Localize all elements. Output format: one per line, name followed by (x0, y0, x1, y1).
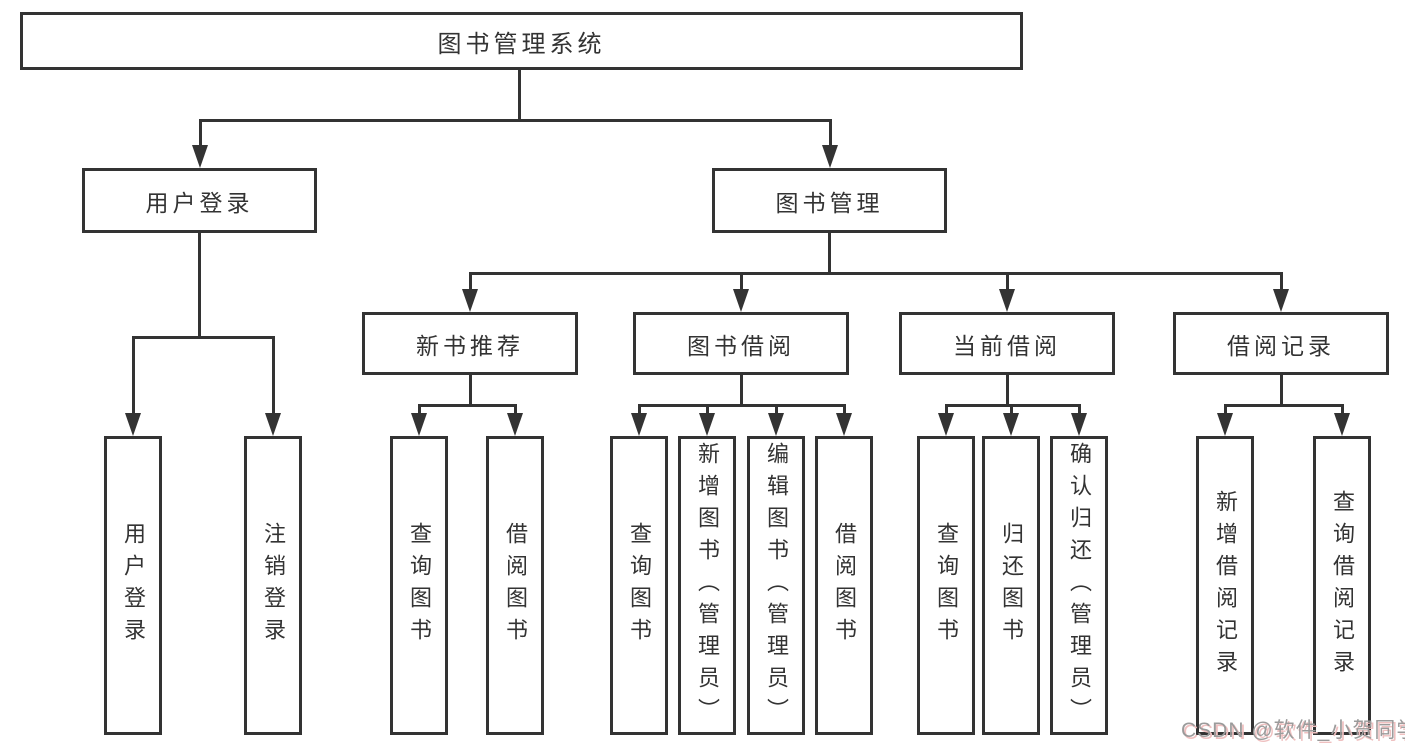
leaf-edit-books-admin: 编辑图书（管理员） (747, 436, 805, 735)
connector-line (198, 233, 201, 338)
node-label: 编辑图书（管理员） (764, 441, 789, 730)
node-label: 当前借阅 (953, 332, 1061, 359)
leaf-add-books-admin: 新增图书（管理员） (678, 436, 736, 735)
node-label: 借阅图书 (832, 521, 857, 650)
connector-line (638, 404, 641, 415)
arrow-down-icon (768, 413, 784, 436)
connector-line (418, 404, 517, 407)
node-current-borrowing: 当前借阅 (899, 312, 1115, 375)
arrow-down-icon (822, 145, 838, 168)
leaf-query-books-current: 查询图书 (917, 436, 975, 735)
node-label: 确认归还（管理员） (1067, 441, 1092, 730)
connector-line (1010, 404, 1013, 415)
node-label: 用户登录 (145, 189, 254, 216)
connector-line (775, 404, 778, 415)
arrow-down-icon (265, 413, 281, 436)
node-user-login: 用户登录 (82, 168, 317, 233)
arrow-down-icon (1334, 413, 1350, 436)
arrow-down-icon (411, 413, 427, 436)
leaf-query-books-borrowing: 查询图书 (610, 436, 668, 735)
arrow-down-icon (836, 413, 852, 436)
leaf-query-borrow-record: 查询借阅记录 (1313, 436, 1371, 735)
leaf-logout-login: 注销登录 (244, 436, 302, 735)
connector-line (514, 404, 517, 415)
leaf-borrow-books-recommend: 借阅图书 (486, 436, 544, 735)
connector-line (829, 119, 832, 147)
connector-line (1280, 272, 1283, 291)
connector-line (706, 404, 709, 415)
node-new-book-recommendation: 新书推荐 (362, 312, 578, 375)
node-label: 借阅记录 (1227, 332, 1335, 359)
arrow-down-icon (938, 413, 954, 436)
node-borrowing-records: 借阅记录 (1173, 312, 1389, 375)
arrow-down-icon (999, 289, 1015, 312)
connector-line (843, 404, 846, 415)
node-label: 查询图书 (934, 521, 959, 650)
node-label: 用户登录 (121, 521, 146, 650)
connector-line (518, 70, 521, 121)
connector-line (469, 272, 472, 291)
arrow-down-icon (462, 289, 478, 312)
node-label: 新增图书（管理员） (695, 441, 720, 730)
node-label: 查询借阅记录 (1330, 489, 1355, 682)
connector-line (469, 272, 1282, 275)
arrow-down-icon (1071, 413, 1087, 436)
node-label: 归还图书 (999, 521, 1024, 650)
csdn-watermark: CSDN @软件_小贺同学 (1181, 719, 1405, 742)
connector-line (740, 375, 743, 406)
connector-line (418, 404, 421, 415)
leaf-borrow-books-borrowing: 借阅图书 (815, 436, 873, 735)
connector-line (828, 233, 831, 274)
node-library-management-system: 图书管理系统 (20, 12, 1023, 70)
connector-line (1224, 404, 1227, 415)
arrow-down-icon (1003, 413, 1019, 436)
connector-line (1224, 404, 1344, 407)
node-label: 借阅图书 (503, 521, 528, 650)
connector-line (1341, 404, 1344, 415)
connector-line (1006, 375, 1009, 406)
connector-line (1078, 404, 1081, 415)
connector-line (1006, 272, 1009, 291)
node-label: 注销登录 (261, 521, 286, 650)
connector-line (132, 336, 135, 415)
node-book-management: 图书管理 (712, 168, 947, 233)
node-label: 图书管理系统 (437, 30, 606, 58)
arrow-down-icon (507, 413, 523, 436)
connector-line (740, 272, 743, 291)
leaf-query-books-recommend: 查询图书 (390, 436, 448, 735)
arrow-down-icon (125, 413, 141, 436)
node-label: 图书借阅 (687, 332, 795, 359)
node-label: 查询图书 (627, 521, 652, 650)
connector-line (199, 119, 831, 122)
leaf-confirm-return-admin: 确认归还（管理员） (1050, 436, 1108, 735)
connector-line (272, 336, 275, 415)
arrow-down-icon (733, 289, 749, 312)
node-label: 查询图书 (407, 521, 432, 650)
node-label: 新书推荐 (416, 332, 524, 359)
connector-line (638, 404, 846, 407)
leaf-user-login: 用户登录 (104, 436, 162, 735)
node-label: 图书管理 (775, 189, 884, 216)
leaf-add-borrow-record: 新增借阅记录 (1196, 436, 1254, 735)
arrow-down-icon (631, 413, 647, 436)
arrow-down-icon (1273, 289, 1289, 312)
arrow-down-icon (1217, 413, 1233, 436)
connector-line (132, 336, 274, 339)
connector-line (945, 404, 948, 415)
arrow-down-icon (192, 145, 208, 168)
connector-line (469, 375, 472, 406)
arrow-down-icon (699, 413, 715, 436)
connector-line (1280, 375, 1283, 406)
node-book-borrowing: 图书借阅 (633, 312, 849, 375)
connector-line (199, 119, 202, 147)
leaf-return-books: 归还图书 (982, 436, 1040, 735)
node-label: 新增借阅记录 (1213, 489, 1238, 682)
